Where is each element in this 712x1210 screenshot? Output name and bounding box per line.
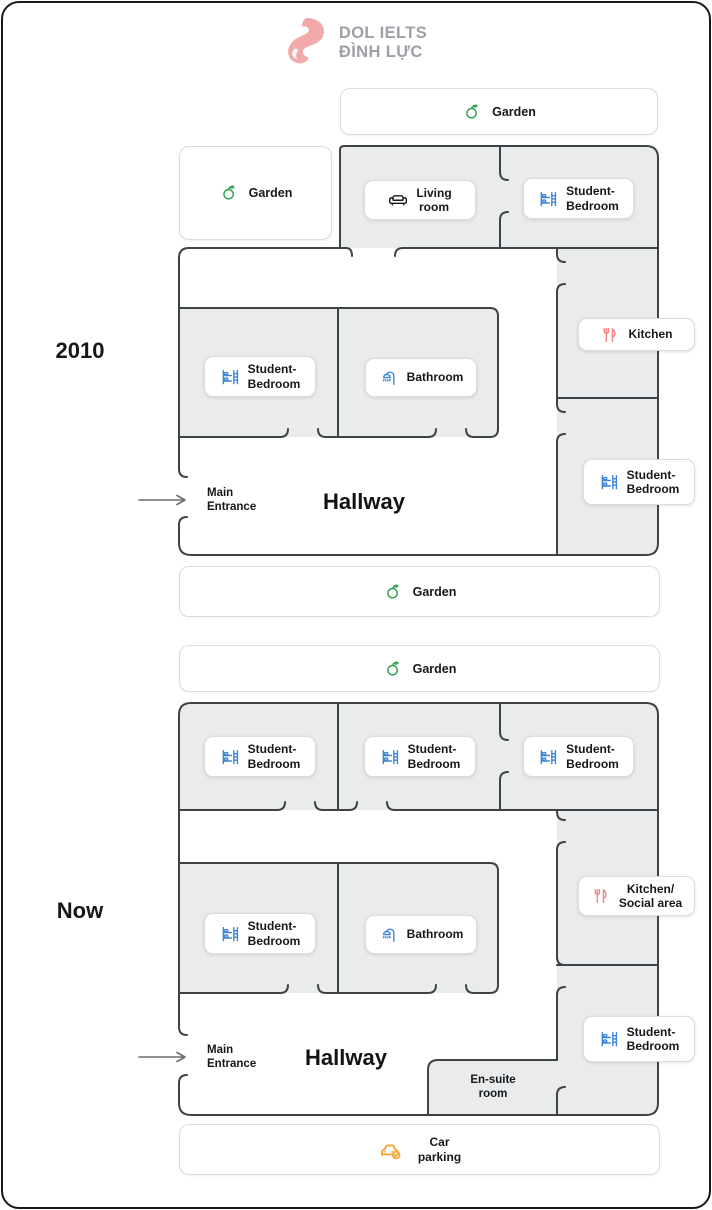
- shower-icon: [379, 925, 399, 945]
- brand-line-1: DOL IELTS: [338, 24, 428, 43]
- main-entrance-label-2010: Main Entrance: [207, 487, 257, 513]
- entrance-arrow-icon: [138, 494, 192, 506]
- room-chip-student-bedroom: Student-Bedroom: [583, 459, 695, 505]
- garden-label: Garden: [248, 186, 293, 200]
- room-chip-kitchen-social: Kitchen/Social area: [578, 876, 695, 916]
- garden-card-top-2010: Garden: [340, 88, 658, 135]
- garden-label: Garden: [492, 104, 536, 119]
- garden-label: Garden: [412, 661, 457, 676]
- bunk-bed-icon: [220, 924, 240, 944]
- bunk-bed-icon: [538, 189, 558, 209]
- garden-card-bottom-2010: Garden: [179, 566, 660, 617]
- bunk-bed-icon: [220, 747, 240, 767]
- bunk-bed-icon: [220, 367, 240, 387]
- apple-icon: [383, 659, 403, 679]
- bunk-bed-icon: [599, 1029, 619, 1049]
- fork-knife-icon: [600, 325, 620, 345]
- apple-icon: [462, 102, 482, 122]
- dol-logo-icon: [285, 16, 327, 70]
- brand-logo: DOL IELTS ĐÌNH LỰC: [0, 16, 712, 70]
- room-chip-student-bedroom: Student-Bedroom: [204, 913, 316, 954]
- hallway-label-now: Hallway: [305, 1045, 387, 1070]
- car-icon: [378, 1137, 404, 1163]
- shower-icon: [379, 368, 399, 388]
- main-entrance-label-now: Main Entrance: [207, 1044, 257, 1070]
- room-chip-student-bedroom: Student-Bedroom: [583, 1016, 695, 1062]
- bunk-bed-icon: [380, 747, 400, 767]
- bunk-bed-icon: [538, 747, 558, 767]
- hallway-label-2010: Hallway: [323, 489, 405, 514]
- plan-2010-year-label: 2010: [55, 338, 105, 363]
- plan-now-year-label: Now: [56, 898, 104, 923]
- room-chip-student-bedroom: Student-Bedroom: [523, 178, 634, 219]
- room-chip-student-bedroom: Student-Bedroom: [523, 736, 634, 777]
- entrance-arrow-icon: [138, 1051, 192, 1063]
- bunk-bed-icon: [599, 472, 619, 492]
- apple-icon: [219, 183, 239, 203]
- room-chip-student-bedroom: Student-Bedroom: [364, 736, 476, 777]
- room-chip-kitchen: Kitchen: [578, 318, 695, 351]
- room-chip-student-bedroom: Student-Bedroom: [204, 736, 316, 777]
- ensuite-room-label: En-suite room: [470, 1074, 516, 1101]
- fork-knife-icon: [591, 886, 611, 906]
- sofa-icon: [388, 190, 408, 210]
- brand-line-2: ĐÌNH LỰC: [338, 43, 423, 61]
- garden-label: Garden: [412, 584, 457, 599]
- room-chip-bathroom: Bathroom: [365, 915, 477, 954]
- room-chip-student-bedroom: Student-Bedroom: [204, 356, 316, 397]
- garden-card-top-now: Garden: [179, 645, 660, 692]
- brand-name: DOL IELTS ĐÌNH LỰC: [339, 24, 427, 62]
- apple-icon: [383, 582, 403, 602]
- garden-card-left-2010: Garden: [179, 146, 332, 240]
- room-chip-bathroom: Bathroom: [365, 358, 477, 397]
